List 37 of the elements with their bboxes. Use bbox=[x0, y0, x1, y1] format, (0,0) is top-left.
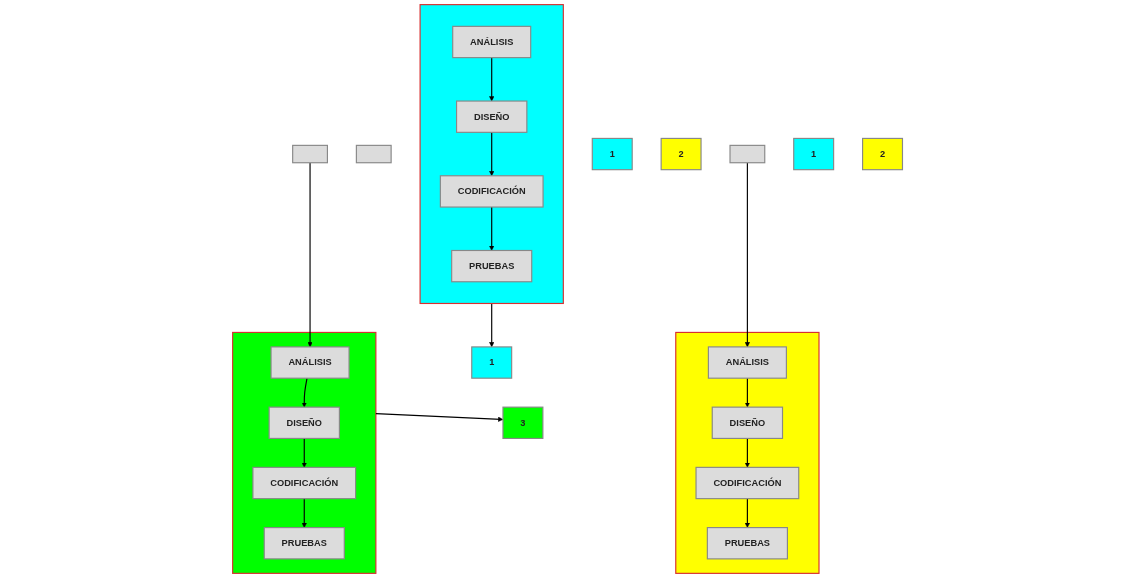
node-box: CODIFICACIÓN bbox=[252, 466, 357, 500]
node-box: DISEÑO bbox=[456, 100, 528, 133]
arrow bbox=[302, 377, 309, 408]
cluster bbox=[232, 331, 377, 574]
node-box bbox=[356, 144, 393, 164]
node-box: 3 bbox=[502, 406, 544, 439]
node-box: 1 bbox=[793, 137, 835, 171]
node-box: 1 bbox=[592, 137, 634, 171]
node-box: ANÁLISIS bbox=[708, 346, 788, 379]
arrow bbox=[489, 131, 495, 176]
arrow bbox=[745, 437, 751, 468]
arrow bbox=[745, 377, 751, 408]
arrow bbox=[745, 162, 751, 348]
arrow bbox=[307, 162, 314, 348]
arrow bbox=[489, 206, 495, 251]
node-box: CODIFICACIÓN bbox=[440, 175, 545, 208]
arrow bbox=[375, 413, 504, 422]
node-box: PRUEBAS bbox=[707, 527, 789, 560]
node-box bbox=[292, 144, 329, 164]
cluster bbox=[419, 4, 565, 305]
node-box bbox=[729, 144, 766, 164]
arrow bbox=[745, 498, 751, 528]
node-box: DISEÑO bbox=[269, 406, 341, 439]
node-box: PRUEBAS bbox=[264, 527, 346, 560]
arrow bbox=[489, 302, 495, 348]
node-box: PRUEBAS bbox=[451, 249, 533, 283]
arrow bbox=[302, 498, 308, 528]
node-box: 2 bbox=[661, 137, 703, 171]
arrow bbox=[489, 57, 495, 102]
node-box: ANÁLISIS bbox=[452, 25, 532, 59]
node-box: CODIFICACIÓN bbox=[695, 466, 800, 500]
node-box: DISEÑO bbox=[712, 406, 784, 439]
node-box: 1 bbox=[471, 346, 513, 379]
arrow bbox=[302, 437, 308, 468]
node-box: ANÁLISIS bbox=[270, 346, 351, 379]
node-box: 2 bbox=[862, 137, 904, 171]
cluster bbox=[675, 331, 821, 574]
